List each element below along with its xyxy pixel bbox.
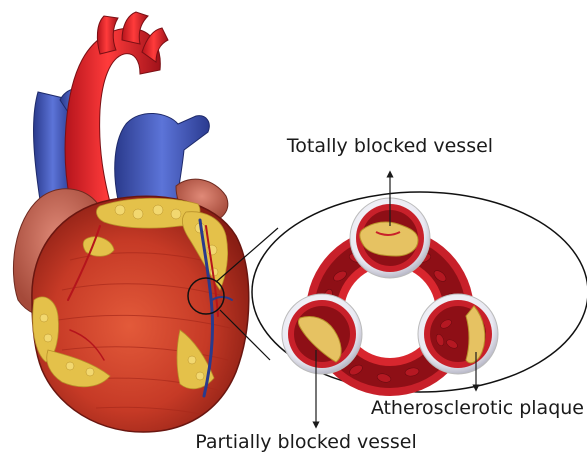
plaque-inset bbox=[418, 294, 498, 374]
partially-blocked-inset bbox=[282, 294, 362, 374]
heart-illustration bbox=[13, 12, 248, 432]
label-atherosclerotic-plaque: Atherosclerotic plaque bbox=[371, 397, 584, 419]
vessel-cross-section bbox=[252, 192, 587, 396]
label-totally-blocked: Totally blocked vessel bbox=[286, 135, 493, 157]
label-partially-blocked: Partially blocked vessel bbox=[195, 431, 417, 453]
